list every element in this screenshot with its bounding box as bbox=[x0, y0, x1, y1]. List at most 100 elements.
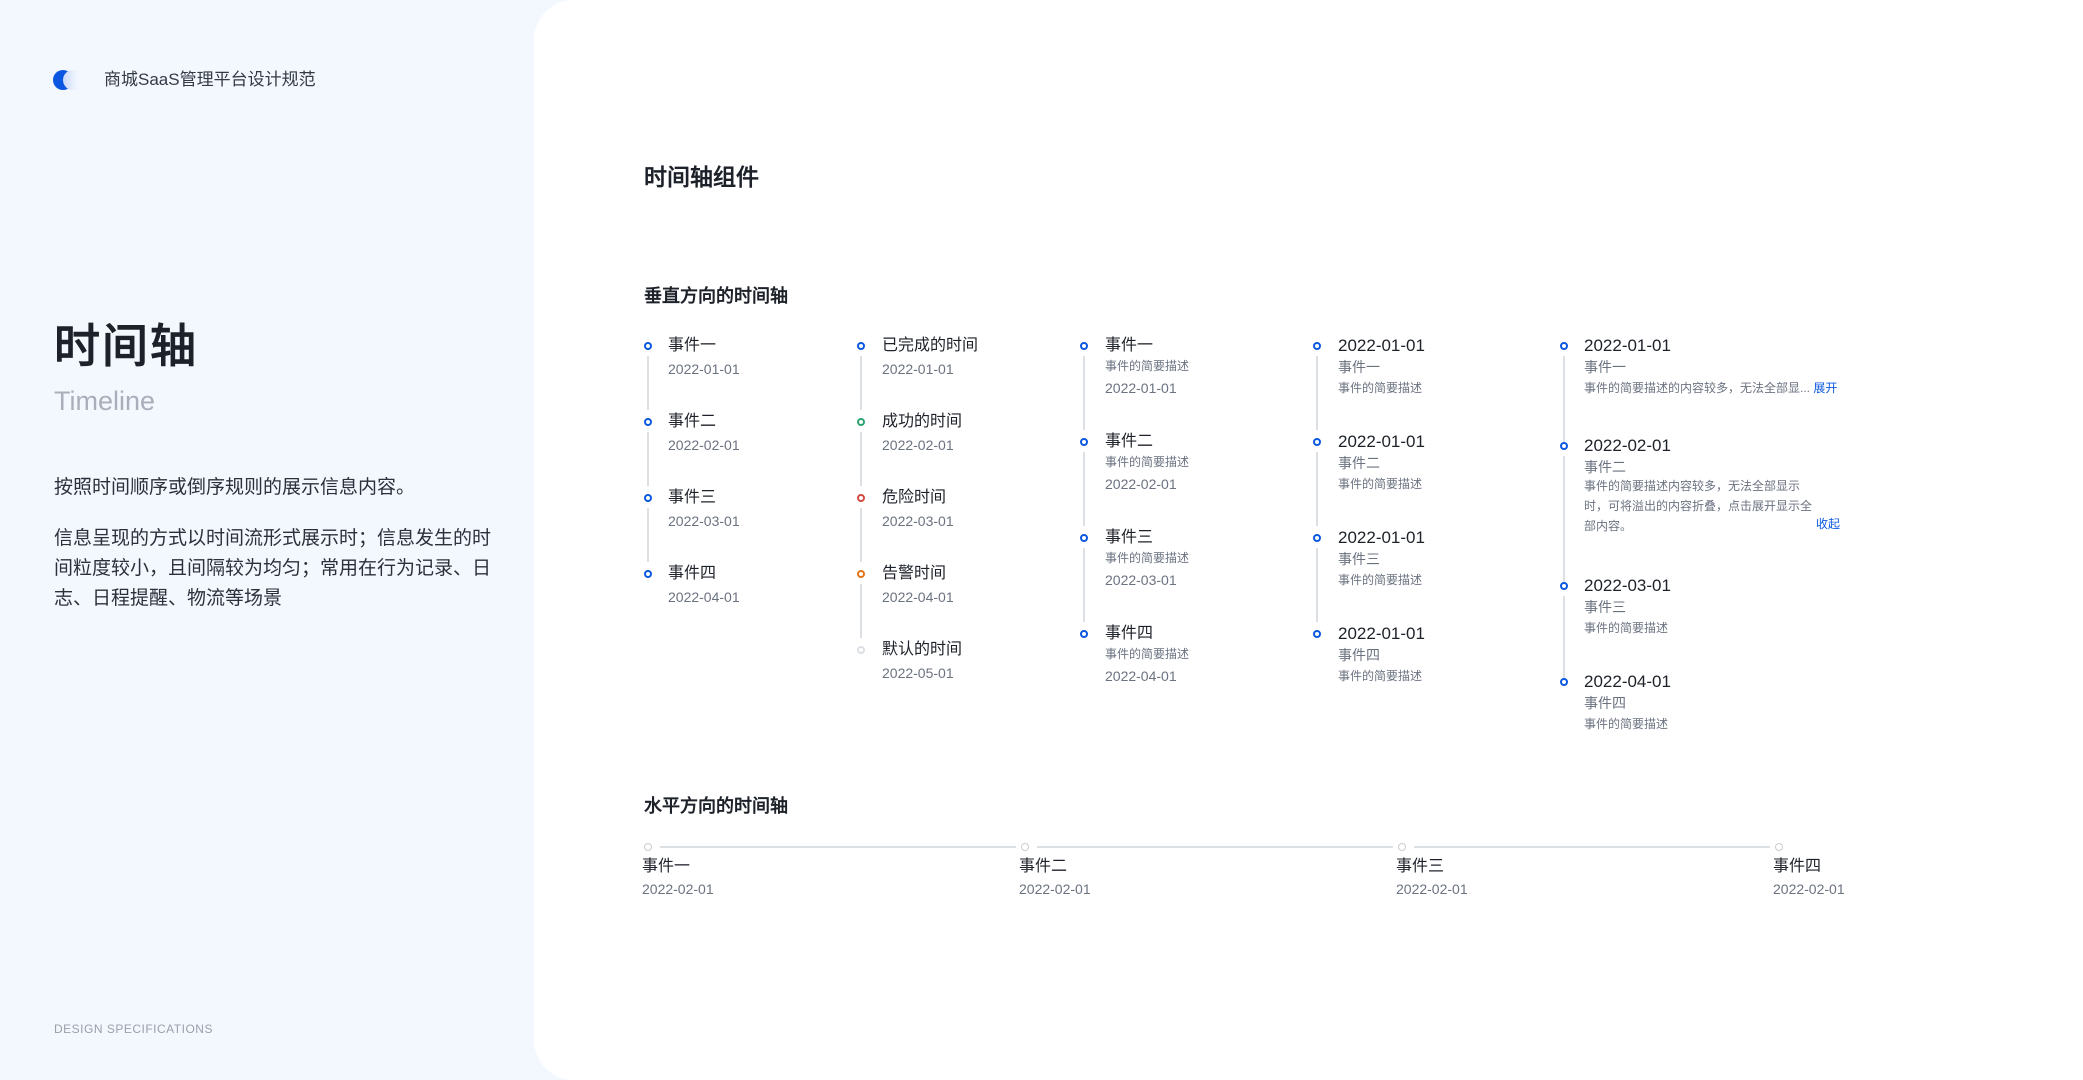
item-date: 2022-01-01 bbox=[1338, 624, 1425, 643]
timeline-dot-icon bbox=[1560, 582, 1568, 590]
timeline-dot-icon bbox=[1775, 843, 1783, 851]
item-description: 事件的简要描述 bbox=[1338, 669, 1423, 683]
timeline-connector bbox=[1083, 548, 1085, 622]
status-dot-danger-icon bbox=[857, 494, 865, 502]
timeline-dot-icon bbox=[1313, 342, 1321, 350]
item-title: 事件二 bbox=[668, 413, 717, 430]
item-title: 事件四 bbox=[1338, 647, 1380, 663]
timeline-connector bbox=[647, 432, 649, 486]
timeline-dot-icon bbox=[644, 418, 652, 426]
item-date: 2022-01-01 bbox=[668, 361, 740, 377]
timeline-dot-icon bbox=[1080, 438, 1088, 446]
item-date: 2022-01-01 bbox=[1338, 432, 1425, 451]
timeline-dot-icon bbox=[1560, 342, 1568, 350]
item-title: 事件二 bbox=[1338, 455, 1380, 471]
timeline-dot-icon bbox=[644, 494, 652, 502]
item-date: 2022-02-01 bbox=[1396, 881, 1468, 897]
item-description: 事件的简要描述 bbox=[1338, 477, 1423, 491]
timeline-dot-icon bbox=[644, 342, 652, 350]
item-title: 告警时间 bbox=[882, 565, 947, 582]
timeline-dot-icon bbox=[644, 570, 652, 578]
item-description-text: 事件的简要描述的内容较多，无法全部显... bbox=[1584, 381, 1811, 395]
timeline-connector bbox=[660, 846, 1016, 848]
item-date: 2022-02-01 bbox=[882, 437, 954, 453]
item-title: 默认的时间 bbox=[882, 641, 963, 658]
item-title: 事件二 bbox=[1105, 433, 1154, 450]
footer-label: DESIGN SPECIFICATIONS bbox=[54, 1022, 213, 1036]
item-date: 2022-02-01 bbox=[1019, 881, 1091, 897]
horizontal-timeline-title: 水平方向的时间轴 bbox=[644, 796, 788, 816]
timeline-dot-icon bbox=[1560, 678, 1568, 686]
brand-logo bbox=[53, 70, 93, 90]
timeline-dot-icon bbox=[1313, 630, 1321, 638]
section-title: 时间轴组件 bbox=[644, 164, 759, 190]
item-date: 2022-04-01 bbox=[1584, 672, 1671, 691]
item-description: 事件的简要描述 bbox=[1584, 717, 1669, 731]
timeline-connector bbox=[1316, 548, 1318, 622]
timeline-dot-icon bbox=[1313, 438, 1321, 446]
item-date: 2022-03-01 bbox=[1105, 572, 1177, 588]
item-title: 事件三 bbox=[1105, 529, 1154, 546]
timeline-dot-icon bbox=[1080, 534, 1088, 542]
item-description: 事件的简要描述 bbox=[1338, 573, 1423, 587]
item-date: 2022-02-01 bbox=[1773, 881, 1845, 897]
description-detail: 信息呈现的方式以时间流形式展示时；信息发生的时间粒度较小，且间隔较为均匀；常用在… bbox=[54, 528, 492, 609]
item-title: 事件一 bbox=[1338, 359, 1380, 375]
item-description-expanded: 事件的简要描述内容较多，无法全部显示时，可将溢出的内容折叠，点击展开显示全部内容… bbox=[1584, 479, 1813, 533]
timeline-connector bbox=[1316, 356, 1318, 430]
item-date: 2022-02-01 bbox=[668, 437, 740, 453]
timeline-dot-icon bbox=[1398, 843, 1406, 851]
item-title: 事件二 bbox=[1584, 459, 1626, 475]
description-summary: 按照时间顺序或倒序规则的展示信息内容。 bbox=[54, 477, 416, 498]
item-title: 事件二 bbox=[1019, 858, 1068, 875]
timeline-dot-icon bbox=[1560, 442, 1568, 450]
expand-link[interactable]: 展开 bbox=[1813, 381, 1838, 395]
item-description: 事件的简要描述 bbox=[1105, 647, 1190, 661]
logo-circle-secondary bbox=[63, 70, 83, 90]
collapse-link[interactable]: 收起 bbox=[1816, 517, 1841, 531]
status-dot-primary-icon bbox=[857, 342, 865, 350]
timeline-dot-icon bbox=[1313, 534, 1321, 542]
item-date: 2022-01-01 bbox=[882, 361, 954, 377]
status-dot-warning-icon bbox=[857, 570, 865, 578]
item-title: 事件一 bbox=[1584, 359, 1626, 375]
timeline-connector bbox=[1083, 452, 1085, 526]
item-date: 2022-01-01 bbox=[1105, 380, 1177, 396]
item-title: 事件三 bbox=[668, 489, 717, 506]
item-title: 事件四 bbox=[1105, 625, 1154, 642]
item-date: 2022-03-01 bbox=[882, 513, 954, 529]
timeline-dot-icon bbox=[1080, 630, 1088, 638]
item-date: 2022-01-01 bbox=[1338, 336, 1425, 355]
item-title: 事件四 bbox=[1584, 695, 1626, 711]
content-panel bbox=[534, 0, 2083, 1080]
item-date: 2022-01-01 bbox=[1338, 528, 1425, 547]
item-title: 事件三 bbox=[1338, 551, 1380, 567]
item-description: 事件的简要描述 bbox=[1105, 359, 1190, 373]
item-description: 事件的简要描述 bbox=[1105, 455, 1190, 469]
item-date: 2022-02-01 bbox=[642, 881, 714, 897]
timeline-connector bbox=[860, 584, 862, 638]
item-title: 事件四 bbox=[1773, 858, 1822, 875]
timeline-dot-icon bbox=[1021, 843, 1029, 851]
item-date: 2022-03-01 bbox=[1584, 576, 1671, 595]
item-description-collapsed: 事件的简要描述的内容较多，无法全部显... 展开 bbox=[1584, 380, 1837, 396]
item-description: 事件的简要描述 bbox=[1105, 551, 1190, 565]
item-description: 事件的简要描述 bbox=[1584, 621, 1669, 635]
item-date: 2022-04-01 bbox=[882, 589, 954, 605]
page-subtitle: Timeline bbox=[54, 386, 156, 416]
item-title: 事件三 bbox=[1584, 599, 1626, 615]
timeline-connector bbox=[860, 508, 862, 562]
timeline-dot-icon bbox=[1080, 342, 1088, 350]
item-title: 成功的时间 bbox=[882, 413, 963, 430]
vertical-timeline-title: 垂直方向的时间轴 bbox=[644, 286, 788, 306]
item-date: 2022-04-01 bbox=[1105, 668, 1177, 684]
timeline-connector bbox=[1083, 356, 1085, 430]
item-title: 事件一 bbox=[642, 858, 691, 875]
item-date: 2022-05-01 bbox=[882, 665, 954, 681]
timeline-connector bbox=[1563, 456, 1565, 582]
timeline-connector bbox=[647, 356, 649, 410]
item-date: 2022-02-01 bbox=[1584, 436, 1671, 455]
timeline-connector bbox=[1037, 846, 1393, 848]
timeline-connector bbox=[1316, 452, 1318, 526]
item-title: 事件一 bbox=[1105, 337, 1154, 354]
